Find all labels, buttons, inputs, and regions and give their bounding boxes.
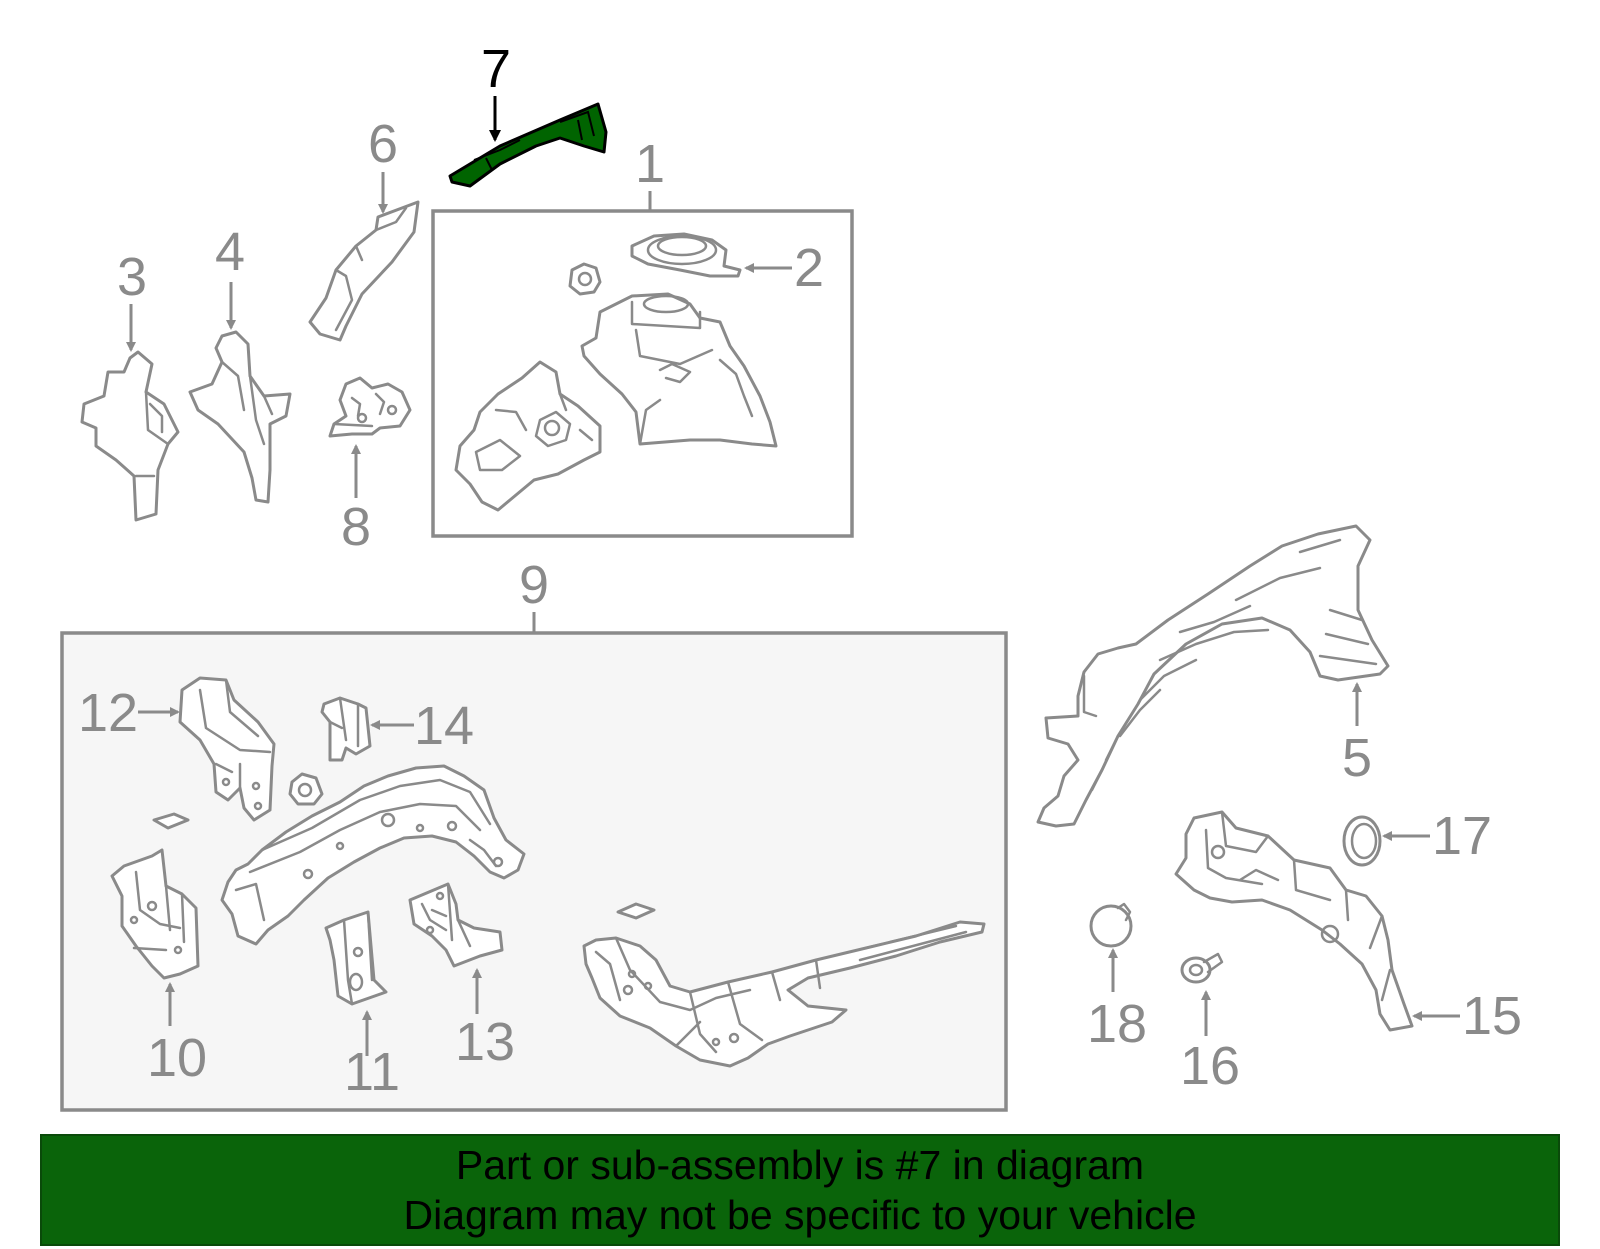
callout-3[interactable]: 3 xyxy=(117,247,147,307)
parts-diagram: 7 6 3 4 8 2 xyxy=(60,39,1522,1112)
callout-14[interactable]: 14 xyxy=(414,696,474,756)
part-15-bracket[interactable] xyxy=(1174,810,1414,1032)
part-7-highlighted[interactable] xyxy=(448,102,608,188)
part-2-strut-mount[interactable] xyxy=(630,232,742,278)
callout-2[interactable]: 2 xyxy=(794,238,824,298)
part-9-pad[interactable] xyxy=(616,902,656,920)
callout-1[interactable]: 1 xyxy=(635,134,665,194)
callout-18[interactable]: 18 xyxy=(1087,994,1147,1054)
callout-4[interactable]: 4 xyxy=(215,222,245,282)
part-9-side-member[interactable] xyxy=(582,920,986,1068)
part-10-bracket[interactable] xyxy=(110,848,200,980)
callout-13[interactable]: 13 xyxy=(455,1012,515,1072)
part-1-apron[interactable] xyxy=(454,360,602,512)
part-14-clip[interactable] xyxy=(320,696,372,762)
callout-12[interactable]: 12 xyxy=(78,683,138,743)
callout-10[interactable]: 10 xyxy=(147,1028,207,1088)
notice-banner: Part or sub-assembly is #7 in diagram Di… xyxy=(40,1134,1560,1246)
callout-16[interactable]: 16 xyxy=(1180,1036,1240,1096)
part-8[interactable] xyxy=(328,376,412,438)
banner-line-disclaimer: Diagram may not be specific to your vehi… xyxy=(403,1192,1197,1238)
part-1-strut-tower[interactable] xyxy=(580,292,778,448)
callout-9[interactable]: 9 xyxy=(519,555,549,615)
part-16-bolt[interactable] xyxy=(1180,952,1224,984)
part-9-nut[interactable] xyxy=(288,772,324,806)
callout-15[interactable]: 15 xyxy=(1462,986,1522,1046)
part-1-nut[interactable] xyxy=(568,262,602,296)
callout-6[interactable]: 6 xyxy=(368,114,398,174)
callout-11[interactable]: 11 xyxy=(344,1042,400,1102)
part-4[interactable] xyxy=(188,330,292,504)
part-18-grommet[interactable] xyxy=(1089,902,1133,948)
part-10-pad[interactable] xyxy=(152,812,190,830)
callout-7[interactable]: 7 xyxy=(481,39,511,99)
part-13-bracket[interactable] xyxy=(408,882,504,968)
callout-5[interactable]: 5 xyxy=(1342,728,1372,788)
part-5-fender-apron[interactable] xyxy=(1036,524,1390,828)
part-6[interactable] xyxy=(308,200,420,342)
part-11-bracket[interactable] xyxy=(324,910,388,1006)
part-17-plug[interactable] xyxy=(1342,815,1382,867)
callout-17[interactable]: 17 xyxy=(1432,806,1492,866)
callout-8[interactable]: 8 xyxy=(341,497,371,557)
banner-line-part: Part or sub-assembly is #7 in diagram xyxy=(455,1142,1145,1188)
part-3[interactable] xyxy=(80,350,180,522)
part-9-rail[interactable] xyxy=(220,764,526,946)
part-12-bracket[interactable] xyxy=(178,676,276,822)
